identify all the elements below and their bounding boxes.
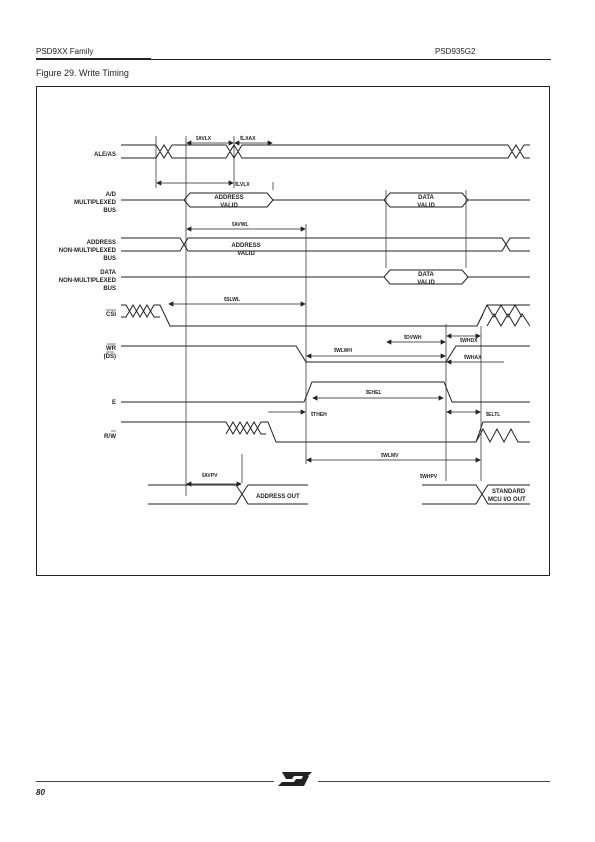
address-out-label: ADDRESS OUT <box>256 494 300 500</box>
timing-whax: tWHAX <box>464 354 482 361</box>
signal-csi: CSI <box>106 312 116 318</box>
rw-waveform <box>121 421 530 444</box>
timing-wlwh: tWLWH <box>334 347 352 354</box>
write-timing-diagram: ALE/AS A/D MULTIPLEXED BUS ADDRESS NON-M… <box>59 135 531 505</box>
timing-avlx: tAVLX <box>196 135 212 142</box>
addr-valid-label: VALID <box>237 251 255 257</box>
timing-ehel: tEHEL <box>366 389 382 396</box>
data-valid-label: VALID <box>417 280 435 286</box>
ad-data-valid-label: VALID <box>417 203 435 209</box>
signal-ad-1: A/D <box>106 192 117 198</box>
signal-data-3: BUS <box>103 286 116 292</box>
signal-data-1: DATA <box>100 270 116 276</box>
ad-valid-label: VALID <box>220 203 238 209</box>
header-rule-thin <box>151 59 551 60</box>
ale-waveform <box>121 144 530 159</box>
page-number: 80 <box>36 788 45 797</box>
ad-data-label: DATA <box>418 195 434 201</box>
footer-rule-right <box>318 781 550 782</box>
signal-ad-3: BUS <box>103 208 116 214</box>
header-part-number: PSD935G2 <box>435 47 476 56</box>
figure-caption: Figure 29. Write Timing <box>36 68 129 78</box>
e-waveform <box>121 381 530 403</box>
timing-whpv: tWHPV <box>420 473 438 480</box>
data-data-label: DATA <box>418 272 434 278</box>
timing-avwl: tAVWL <box>232 221 249 228</box>
timing-eltl: tELTL <box>486 411 500 418</box>
wr-waveform <box>121 345 530 363</box>
timing-avpv: tAVPV <box>202 472 218 479</box>
standard-label: STANDARD <box>492 489 526 495</box>
timing-whdx: tWHDX <box>460 337 478 344</box>
signal-data-2: NON-MULTIPLEXED <box>59 278 117 284</box>
signal-addr-1: ADDRESS <box>87 240 116 246</box>
signal-rw-w: W <box>110 434 116 440</box>
address-out-waveform <box>148 484 308 505</box>
timing-theh: tTHEH <box>311 411 327 418</box>
mcu-io-out-waveform <box>422 484 530 505</box>
addr-nonmux-waveform <box>121 237 530 252</box>
timing-dvwh: tDVWH <box>404 334 422 341</box>
footer-rule-left <box>36 781 274 782</box>
signal-addr-3: BUS <box>103 256 116 262</box>
signal-addr-2: NON-MULTIPLEXED <box>59 248 117 254</box>
header-family: PSD9XX Family <box>36 47 94 56</box>
ad-address-label: ADDRESS <box>214 195 243 201</box>
mcu-io-out-label: MCU I/O OUT <box>488 497 526 503</box>
timing-slwl: tSLWL <box>224 296 240 303</box>
data-nonmux-waveform <box>121 269 530 285</box>
signal-rw-r: R/ <box>104 434 110 440</box>
signal-wr: WR <box>106 346 117 352</box>
signal-e: E <box>112 400 116 406</box>
ad-mux-waveform <box>121 192 530 208</box>
csi-waveform <box>121 304 531 327</box>
timing-lvlx: tLVLX <box>235 181 250 188</box>
signal-ad-2: MULTIPLEXED <box>74 200 117 206</box>
signal-ale: ALE/AS <box>94 152 116 158</box>
timing-wlmv: tWLMV <box>381 452 399 459</box>
figure-frame <box>36 86 550 576</box>
timing-lxax: tLXAX <box>240 135 256 142</box>
st-logo-icon <box>278 772 312 786</box>
addr-address-label: ADDRESS <box>231 243 260 249</box>
header-rule-thick <box>36 58 151 60</box>
signal-ds: (DS) <box>104 354 116 360</box>
